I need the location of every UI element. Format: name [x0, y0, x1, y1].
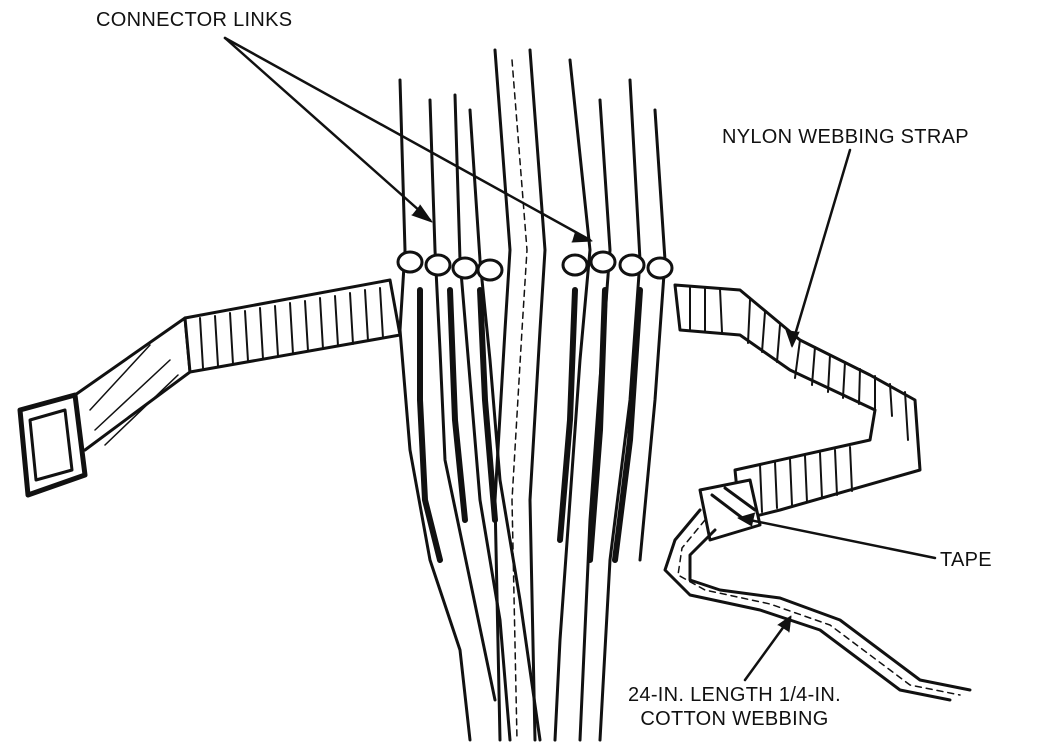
nylon-webbing-strap-label: NYLON WEBBING STRAP — [722, 125, 969, 149]
connector-links-right — [563, 252, 672, 278]
connector-links-left — [398, 252, 502, 280]
cotton-webbing-label-line1: 24-IN. LENGTH 1/4-IN. — [628, 683, 841, 707]
connector-links-label: CONNECTOR LINKS — [96, 8, 292, 32]
cotton-webbing-label-line2: COTTON WEBBING — [628, 707, 841, 731]
tape-wrap — [700, 480, 760, 540]
suspension-lines-left — [400, 80, 540, 740]
cotton-webbing-label: 24-IN. LENGTH 1/4-IN. COTTON WEBBING — [628, 683, 841, 731]
left-strap — [20, 280, 400, 495]
suspension-lines-right — [555, 60, 665, 740]
tape-label: TAPE — [940, 548, 992, 572]
right-strap — [675, 285, 920, 520]
